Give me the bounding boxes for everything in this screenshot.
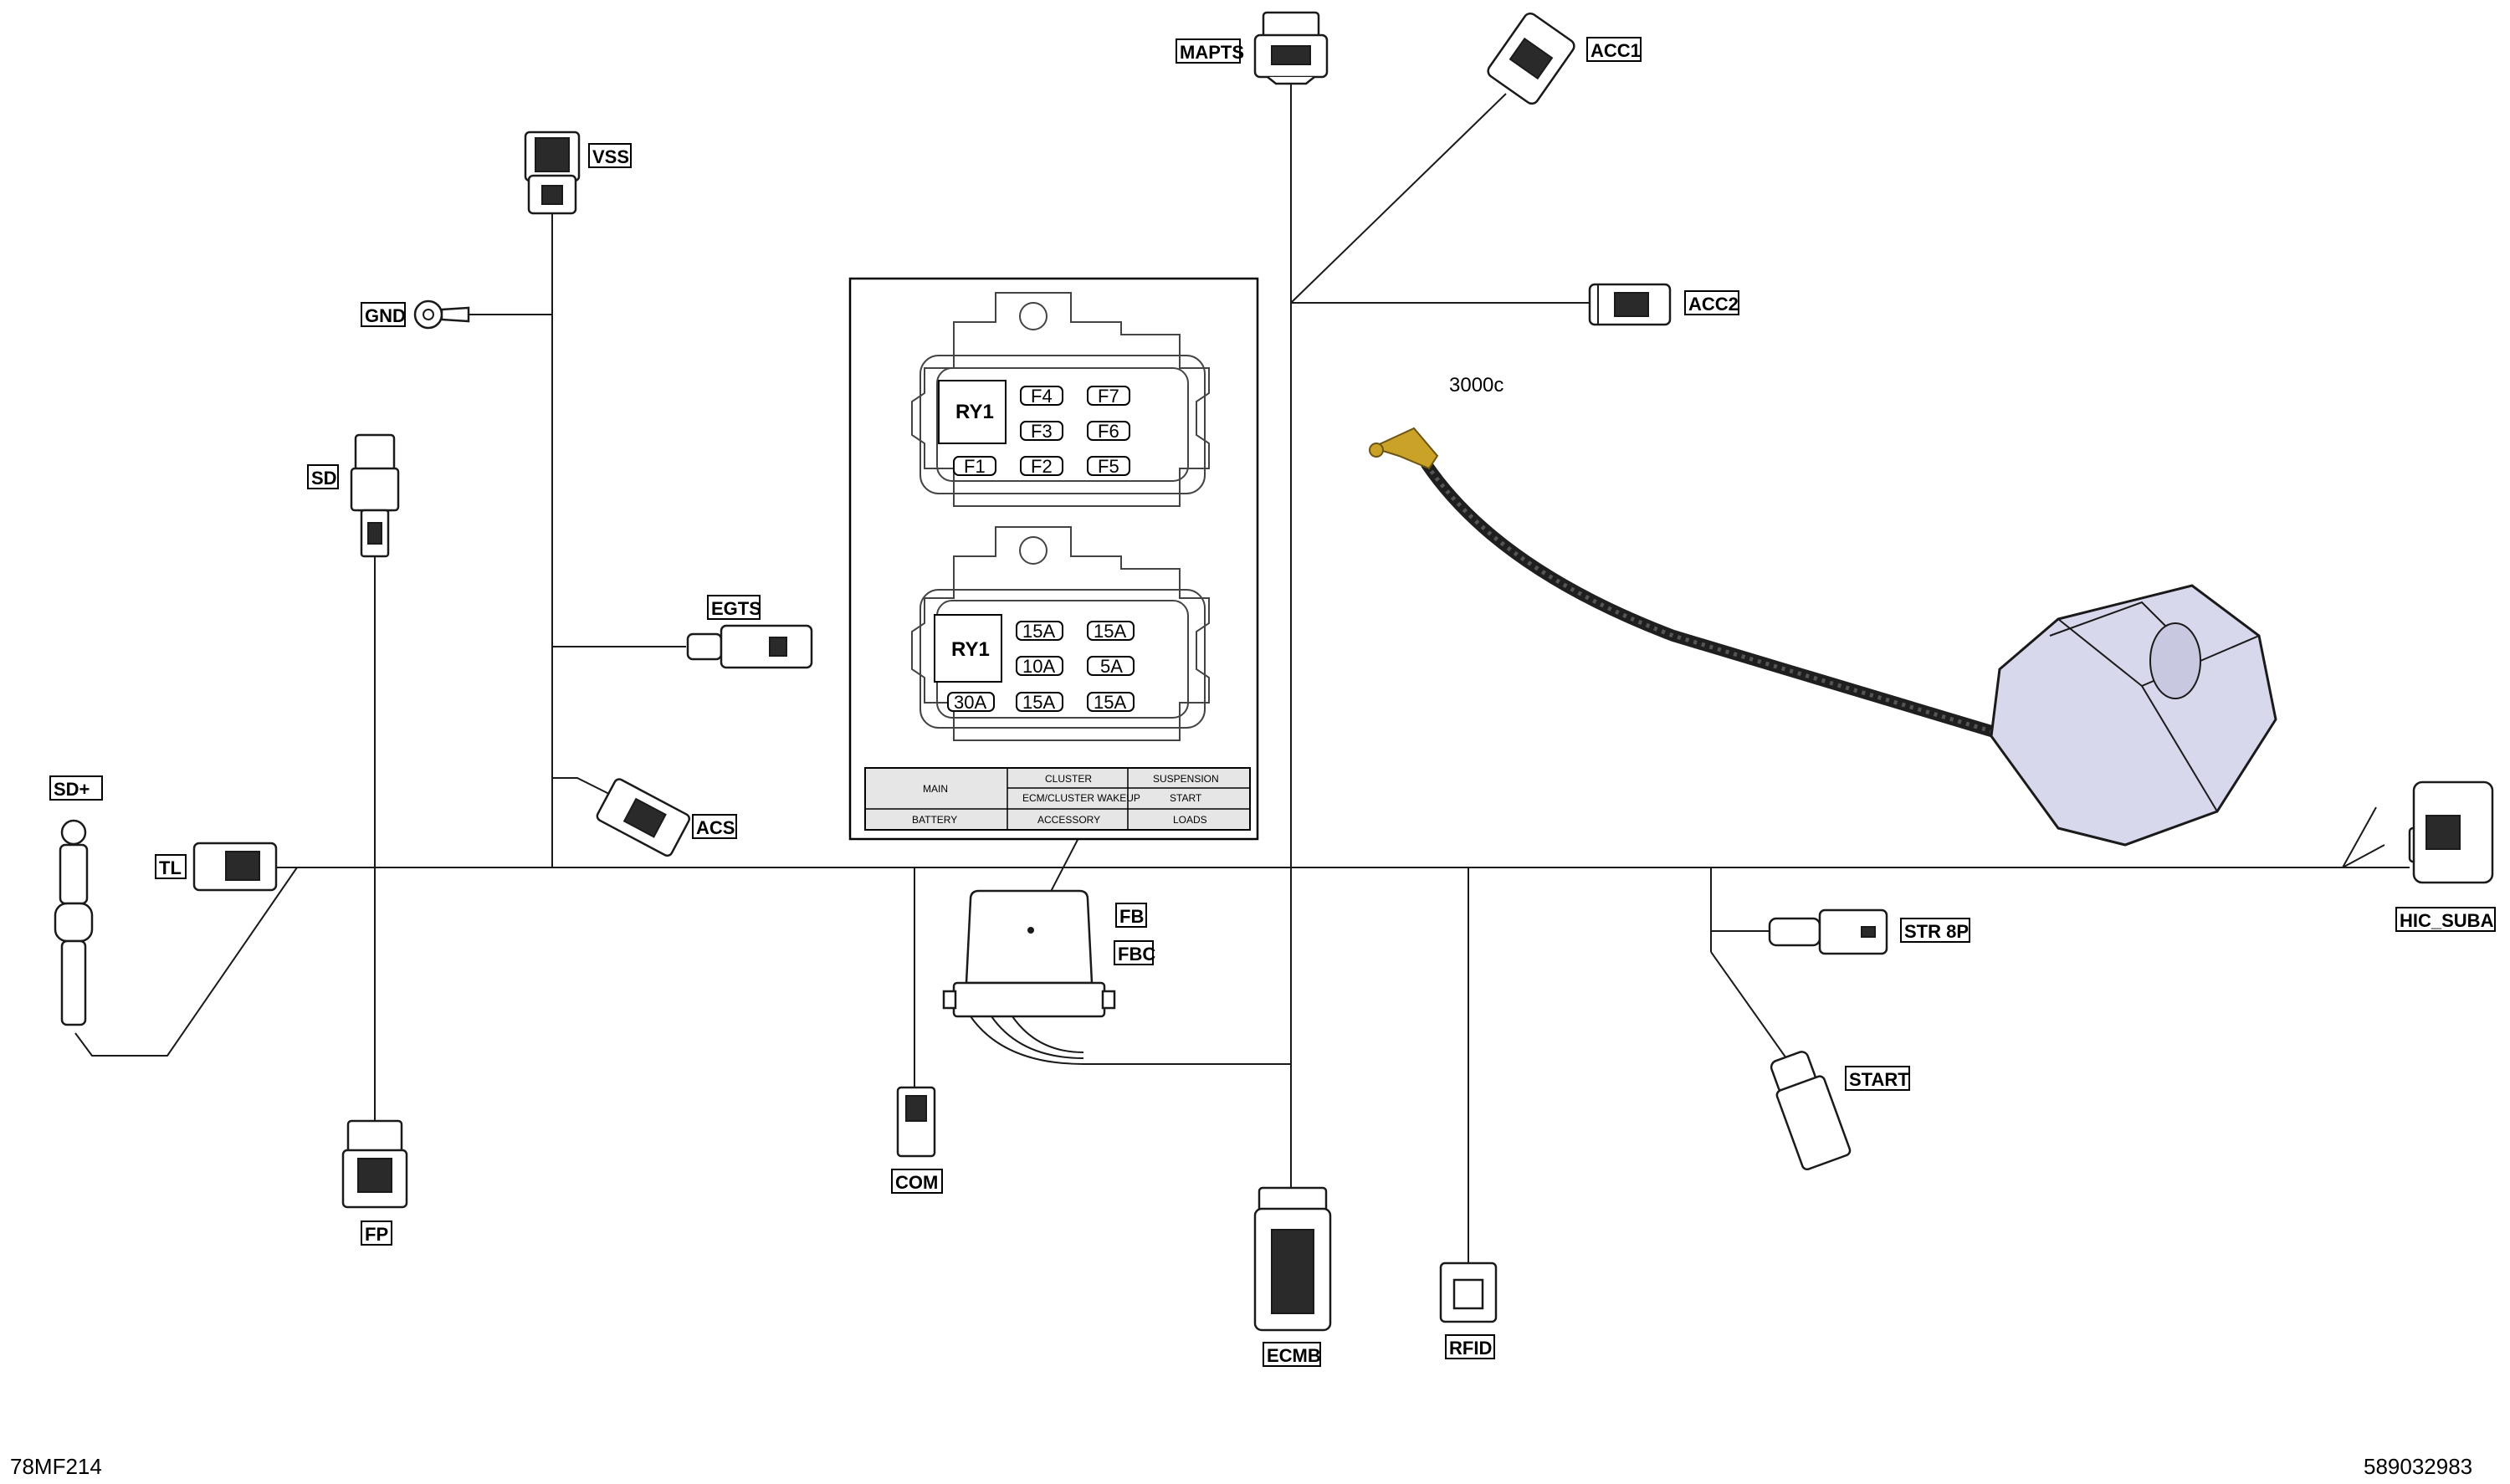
- fuse-f7: F7: [1098, 386, 1119, 407]
- legend-cluster: CLUSTER: [1045, 773, 1092, 785]
- legend-loads: LOADS: [1173, 814, 1207, 826]
- svg-text:ECMB: ECMB: [1267, 1345, 1321, 1366]
- sd-connector: [350, 433, 400, 558]
- acc1-connector: [1487, 12, 1575, 105]
- fb-fuse-holder: [942, 889, 1116, 1065]
- sd-plus-terminal: [54, 819, 94, 1026]
- start-connector: [1770, 1051, 1852, 1171]
- label-sd-plus: SD+: [49, 775, 103, 801]
- legend-battery: BATTERY: [912, 814, 957, 826]
- legend-accessory: ACCESSORY: [1037, 814, 1100, 826]
- relay-label-top: RY1: [955, 401, 994, 423]
- fuse-f1: F1: [964, 456, 986, 477]
- fuse-f5: F5: [1098, 456, 1119, 477]
- label-str-8p: STR 8P: [1900, 918, 1970, 943]
- harness-wires: [74, 79, 2410, 1263]
- label-3000c: 3000c: [1449, 374, 1503, 397]
- fuse-rating-5: 30A: [954, 692, 986, 713]
- svg-text:ACC2: ACC2: [1688, 294, 1739, 315]
- label-acc1: ACC1: [1586, 37, 1642, 62]
- svg-text:VSS: VSS: [592, 146, 629, 167]
- drawing-code: 78MF214: [10, 1454, 102, 1479]
- fuse-rating-3: 10A: [1022, 656, 1055, 677]
- svg-text:SD+: SD+: [54, 779, 90, 800]
- vss-connector: [524, 130, 581, 215]
- svg-text:RFID: RFID: [1449, 1338, 1492, 1359]
- mapts-connector: [1253, 11, 1329, 85]
- label-rfid: RFID: [1445, 1334, 1495, 1359]
- label-acs: ACS: [692, 814, 737, 839]
- fuse-box-panel: RY1 F4 F7 F3 F6 F1 F2 F5 RY1: [848, 277, 1259, 841]
- fuse-f4: F4: [1031, 386, 1053, 407]
- legend-main: MAIN: [923, 783, 948, 795]
- legend-start: START: [1170, 792, 1202, 804]
- svg-text:GND: GND: [365, 305, 406, 326]
- fp-connector: [341, 1119, 408, 1209]
- relay-label-bottom: RY1: [951, 638, 990, 661]
- egts-connector: [686, 624, 813, 669]
- hic-suba-connector: [2408, 780, 2494, 884]
- fuse-f3: F3: [1031, 421, 1053, 442]
- fuse-slots-top: F4 F7 F3 F6 F1 F2 F5: [953, 386, 1130, 477]
- str-8p-connector: [1768, 908, 1888, 955]
- fuse-ratings-bottom: 15A 15A 10A 5A 30A 15A 15A: [947, 621, 1135, 713]
- svg-text:FB: FB: [1119, 906, 1144, 927]
- label-mapts: MAPTS: [1176, 38, 1244, 64]
- label-fp: FP: [361, 1220, 392, 1246]
- label-com: COM: [891, 1169, 943, 1194]
- fuse-rating-6: 15A: [1022, 692, 1055, 713]
- svg-text:MAPTS: MAPTS: [1180, 42, 1244, 63]
- svg-text:EGTS: EGTS: [711, 598, 761, 619]
- svg-text:FBC: FBC: [1118, 944, 1155, 965]
- label-start: START: [1845, 1066, 1910, 1091]
- com-connector: [896, 1086, 936, 1158]
- legend-ecm-cluster-wakeup: ECM/CLUSTER WAKEUP: [1022, 792, 1140, 804]
- label-tl: TL: [155, 854, 187, 879]
- ecmb-connector: [1253, 1186, 1332, 1332]
- label-hic-suba: HIC_SUBA: [2395, 907, 2496, 932]
- tl-connector: [192, 842, 278, 892]
- svg-text:TL: TL: [159, 857, 182, 878]
- svg-text:ACS: ACS: [696, 817, 735, 838]
- fuse-rating-7: 15A: [1094, 692, 1126, 713]
- fuse-rating-2: 15A: [1094, 621, 1126, 642]
- gnd-ring-terminal: [413, 299, 470, 330]
- fuse-rating-4: 5A: [1100, 656, 1123, 677]
- legend-suspension: SUSPENSION: [1153, 773, 1219, 785]
- label-sd: SD: [307, 464, 339, 489]
- fuse-f2: F2: [1031, 456, 1053, 477]
- ecm-module: [1421, 458, 2277, 847]
- acc2-connector: [1588, 283, 1672, 326]
- fuse-block-bottom: RY1: [911, 526, 1210, 741]
- label-acc2: ACC2: [1684, 290, 1739, 315]
- svg-text:STR 8P: STR 8P: [1904, 921, 1969, 942]
- label-gnd: GND: [361, 302, 406, 327]
- svg-text:HIC_SUBA: HIC_SUBA: [2400, 910, 2494, 931]
- rfid-connector: [1439, 1261, 1498, 1323]
- svg-text:START: START: [1849, 1069, 1909, 1090]
- fuse-f6: F6: [1098, 421, 1119, 442]
- label-vss: VSS: [588, 143, 632, 168]
- acs-connector: [596, 778, 691, 857]
- fuse-rating-1: 15A: [1022, 621, 1055, 642]
- label-fbc: FBC: [1114, 940, 1155, 965]
- label-egts: EGTS: [707, 595, 761, 620]
- fuse-block-top: RY1: [911, 292, 1210, 507]
- label-fb: FB: [1115, 903, 1147, 928]
- label-ecmb: ECMB: [1263, 1342, 1321, 1367]
- part-number: 589032983: [2364, 1454, 2472, 1479]
- terminal-3000c: [1369, 427, 1439, 470]
- fuse-legend-table: MAIN CLUSTER SUSPENSION ECM/CLUSTER WAKE…: [864, 767, 1251, 831]
- svg-text:COM: COM: [895, 1172, 938, 1193]
- svg-text:SD: SD: [311, 468, 337, 489]
- svg-text:FP: FP: [365, 1224, 388, 1245]
- svg-text:ACC1: ACC1: [1591, 40, 1641, 61]
